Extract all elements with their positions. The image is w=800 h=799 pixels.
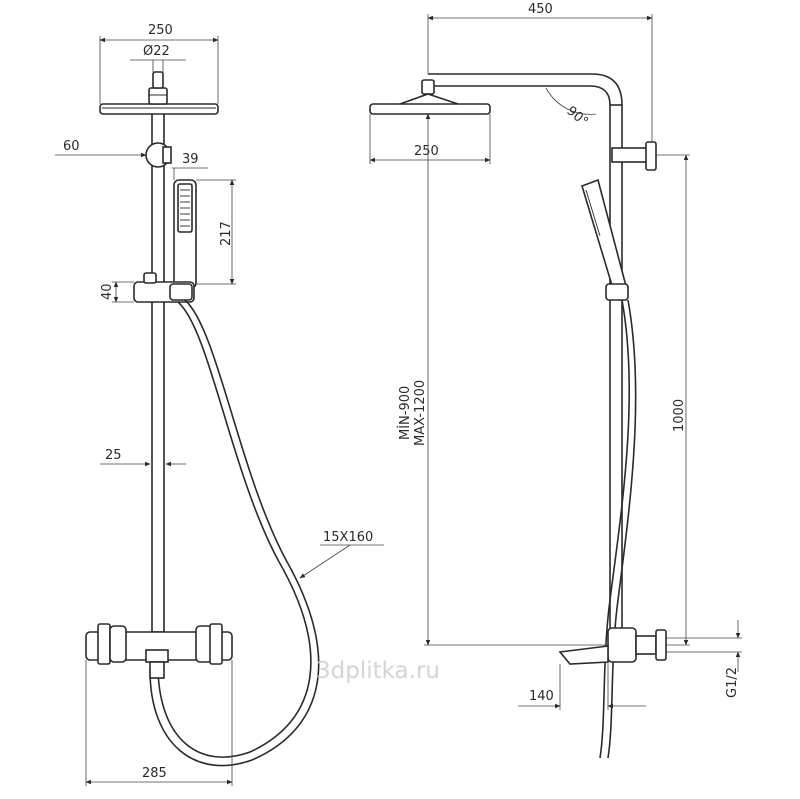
dim-arm-angle: 90° — [563, 104, 590, 130]
mixer-side — [558, 627, 667, 665]
shower-arm — [428, 73, 623, 106]
slide-holder-side — [605, 283, 629, 301]
riser-pipe — [151, 107, 165, 633]
riser-pipe-side — [609, 104, 623, 646]
dim-head-width-side: 250 — [414, 144, 439, 159]
dim-wall-bracket: 60 — [63, 139, 80, 154]
dim-head-width-front: 250 — [148, 23, 173, 38]
dim-handshower-length: 217 — [219, 221, 234, 246]
shower-hose-side — [599, 299, 631, 759]
dim-height-max: MAX-1200 — [413, 380, 428, 446]
dim-holder-height: 40 — [100, 283, 115, 300]
rain-shower-head-front — [99, 71, 219, 115]
hand-shower-front — [173, 179, 197, 289]
dim-spout-projection: 140 — [529, 689, 554, 704]
side-view: 450 90° 250 MİN-900 MAX-1200 1000 140 G1… — [369, 2, 742, 759]
dim-mixer-width: 285 — [142, 766, 167, 781]
thermostatic-mixer-front — [85, 623, 233, 679]
rain-shower-head-side — [369, 79, 491, 115]
dim-handshower-offset: 39 — [182, 152, 199, 167]
wall-bracket-side — [611, 141, 657, 171]
hand-shower-side — [581, 178, 627, 294]
front-view: 250 Ø22 60 39 217 40 25 15X160 285 — [55, 23, 384, 786]
slide-holder-front — [133, 272, 195, 303]
dim-bracket-distance: 1000 — [672, 399, 687, 432]
shower-hose-front — [157, 301, 312, 758]
dim-hose: 15X160 — [323, 530, 373, 545]
dim-pipe-diameter: Ø22 — [143, 44, 170, 59]
dim-arm-reach: 450 — [528, 2, 553, 17]
dim-connection-thread: G1/2 — [725, 667, 740, 698]
wall-bracket-front — [145, 142, 172, 168]
dim-riser-diameter: 25 — [105, 448, 122, 463]
dim-height-min: MİN-900 — [397, 386, 413, 440]
watermark: 3dplitka.ru — [316, 658, 440, 684]
